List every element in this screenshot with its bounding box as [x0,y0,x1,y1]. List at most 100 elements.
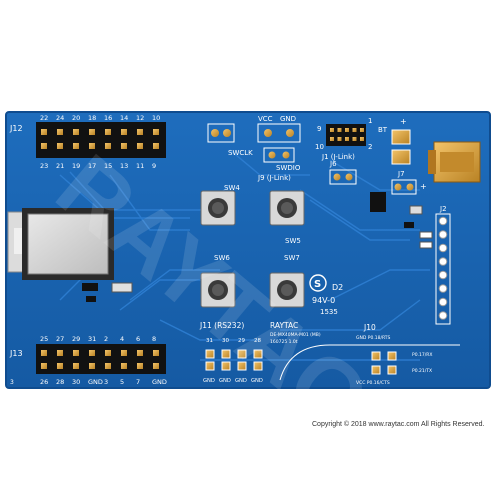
swd-vcc-label: VCC [258,115,273,123]
raytac-line2: 160725 1.0t [270,339,298,345]
j9-label: J9 (J-Link) [257,174,291,182]
header-pin [153,350,159,356]
regulator [370,192,386,212]
pin-label: 14 [120,114,128,122]
j13-label: J13 [9,349,23,358]
svg-text:S: S [314,279,321,290]
header-pin [89,129,95,135]
header-pin [57,143,63,149]
pin-label: 16 [104,114,112,122]
j2-pin [438,216,448,226]
j2-pin [438,243,448,253]
j12-body [36,122,166,158]
jlink-label: J1 (J-Link) [321,153,355,161]
header-pin [89,143,95,149]
pin-label: 22 [40,114,48,122]
ble-module [7,208,114,280]
header-pin [73,143,79,149]
j2-header [435,213,451,325]
j7-pads [391,179,417,195]
smd-part [409,205,423,215]
pin-label: 15 [104,162,112,170]
j11-gnd-label: GND [219,378,231,384]
header-pin [153,363,159,369]
header-pin [105,143,111,149]
pin-label: 25 [40,335,48,343]
swclk-label: SWCLK [228,149,253,157]
j10-uart: J10 GND P0.18/RTS P0.17/RX P0.21/TX VCC … [279,323,460,386]
j2-pin [438,284,448,293]
header-pin [137,129,143,135]
j10-mid: P0.17/RX [412,352,432,358]
j11-pin-label: 28 [254,338,261,344]
j2-pin [438,257,448,266]
pin-label: 19 [72,162,80,170]
j11-pin-label: 31 [206,338,213,344]
pin-label: GND [152,378,167,386]
j12-pins [41,129,159,149]
swd-pads: VCC GND SWCLK SWDIO [207,115,301,172]
raytac-line1: DE-MX40MA-M01 (MB) [270,332,321,338]
pin-label: 28 [56,378,64,386]
corner-mark: 3 [10,379,14,386]
switch-label: SW5 [285,237,301,245]
header-pin [41,363,47,369]
header-pin [57,129,63,135]
bt-pad [391,149,411,165]
jlink-pin-10: 10 [315,143,324,151]
ul-mark: S D2 94V-0 1535 [309,274,343,316]
copyright-notice: Copyright © 2018 www.raytac.com All Righ… [312,421,485,428]
pin-label: 9 [152,162,156,170]
header-pin [89,350,95,356]
j11-label: J11 (RS232) [199,321,244,330]
header-pin [89,363,95,369]
header-pin [105,129,111,135]
header-pin [121,129,127,135]
header-pin [41,143,47,149]
header-pin [121,143,127,149]
header-pin [121,363,127,369]
smd-part [82,283,98,291]
pin-label: 18 [88,114,96,122]
pin-label: 10 [152,114,160,122]
j2-label: J2 [439,205,447,213]
smd-part [86,296,96,302]
j10-bottom: VCC P0.16/CTS [356,380,390,386]
raytac-name: RAYTAC [270,321,298,330]
pin-label: 30 [72,378,80,386]
swd-gnd-label: GND [280,115,296,123]
switch-label: SW6 [214,254,230,262]
pin-label: 4 [120,335,124,343]
pin-label: 23 [40,162,48,170]
switch-label: SW4 [224,184,240,192]
header-pin [41,129,47,135]
pin-label: 12 [136,114,144,122]
smd-part [404,222,414,228]
pin-label: 27 [56,335,64,343]
j11-gnd-label: GND [251,378,263,384]
j10-low: P0.21/TX [412,368,432,374]
j13-pins [41,350,159,369]
j6-label: J6 [329,160,337,168]
header-pin [137,143,143,149]
swdio-label: SWDIO [276,164,301,172]
header-pin [57,350,63,356]
switch-sw4: SW4 [200,184,240,226]
header-pin [121,350,127,356]
jlink-pin-1: 1 [368,117,372,125]
header-pin [153,129,159,135]
j2-pin [438,270,448,280]
header-pin [105,363,111,369]
pin-label: 26 [40,378,48,386]
switch-label: SW7 [284,254,300,262]
switch-sw7: SW7 [269,254,305,308]
header-pin [137,363,143,369]
